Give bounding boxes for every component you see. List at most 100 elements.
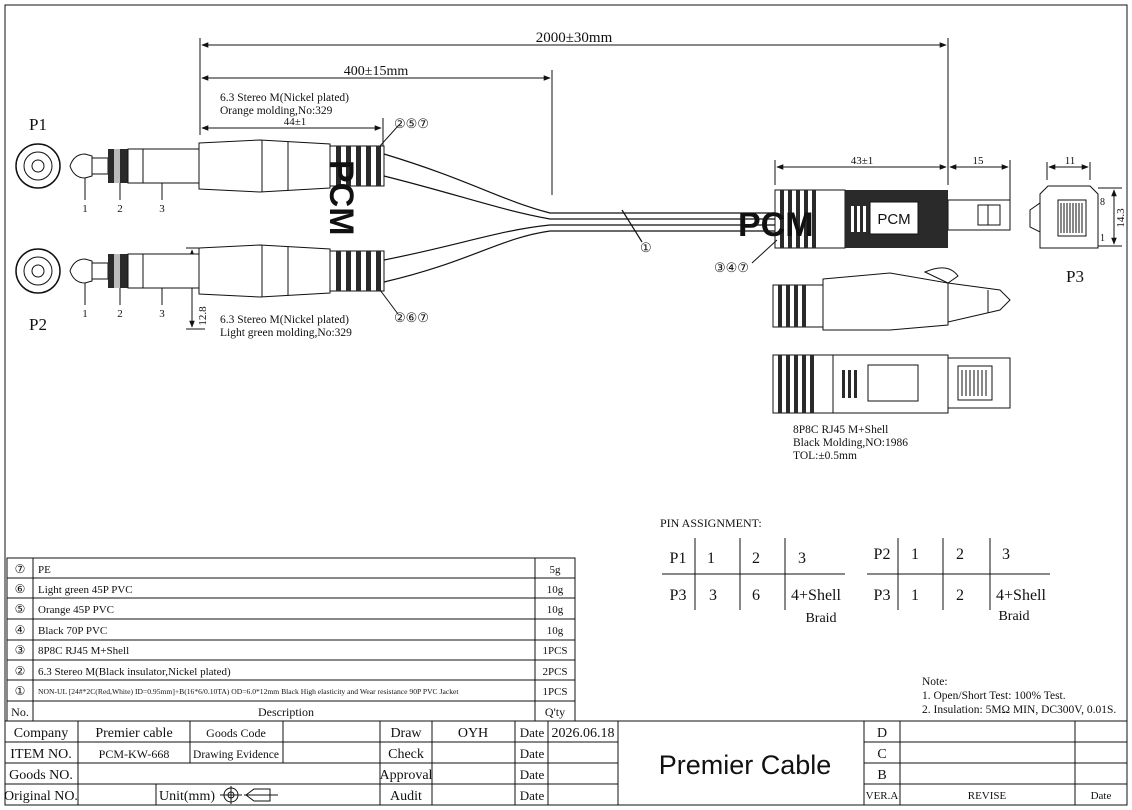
unit-label: Unit(mm): [159, 789, 215, 804]
bom-qty: 10g: [547, 584, 564, 596]
rj45-length-label: 43±1: [851, 155, 874, 167]
p3-label: P3: [1066, 267, 1084, 286]
rj45-note-line1: 8P8C RJ45 M+Shell: [793, 424, 888, 436]
pin-left-braid: Braid: [805, 611, 836, 626]
bom-qty: 5g: [550, 564, 562, 576]
p1-note-line1: 6.3 Stereo M(Nickel plated): [220, 92, 349, 104]
pin-left-r1-c4: 3: [798, 550, 806, 567]
item-no-label: ITEM NO.: [10, 747, 71, 762]
draw-value: OYH: [458, 726, 488, 741]
p2-pin-1: 1: [82, 308, 88, 320]
pin-left-r2-c2: 3: [709, 587, 717, 604]
notes-line2: 2. Insulation: 5MΩ MIN, DC300V, 0.01S.: [922, 704, 1116, 716]
bom-no: ①: [15, 684, 26, 698]
plug-length-label: 44±1: [284, 116, 307, 128]
audit-label: Audit: [390, 789, 422, 804]
split-length-label: 400±15mm: [344, 64, 409, 79]
bom-no: ④: [15, 623, 26, 637]
pin-left-r1-c2: 1: [707, 550, 715, 567]
goods-no-label: Goods NO.: [9, 768, 73, 783]
pin-left-r1-c3: 2: [752, 550, 760, 567]
pin-right-r2-c3: 2: [956, 587, 964, 604]
notes-line1: 1. Open/Short Test: 100% Test.: [922, 690, 1066, 702]
pin-left-r2-c1: P3: [670, 587, 687, 604]
bom-desc: 6.3 Stereo M(Black insulator,Nickel plat…: [38, 666, 231, 678]
rj45-height-label: 14.3: [1115, 208, 1127, 228]
bom-no: ⑤: [15, 602, 26, 616]
pin-table-right: P2 1 2 3 P3 1 2 4+Shell Braid: [867, 538, 1050, 624]
bom-no: ③: [15, 643, 26, 657]
date-value: 2026.06.18: [552, 726, 615, 741]
notes-title: Note:: [922, 676, 948, 688]
check-label: Check: [388, 747, 424, 762]
pin-assignment-title: PIN ASSIGNMENT:: [660, 516, 762, 530]
rev-b: B: [877, 768, 886, 783]
item-no-value: PCM-KW-668: [99, 747, 170, 761]
bom-qty: 2PCS: [542, 666, 567, 678]
pin-left-r2-c4: 4+Shell: [791, 587, 841, 604]
rev-date-label: Date: [1091, 790, 1112, 802]
p2-pin-3: 3: [159, 308, 165, 320]
dimension-lines: [186, 38, 1122, 330]
bom-header-desc: Description: [258, 705, 314, 719]
p1-callout: ②⑤⑦: [394, 116, 429, 131]
p1-pin-2: 2: [117, 203, 123, 215]
p2-note-line2: Light green molding,No:329: [220, 327, 352, 339]
pin-right-r2-c1: P3: [874, 587, 891, 604]
p3-side-view: [772, 267, 1011, 331]
draw-label: Draw: [390, 726, 422, 741]
pin-right-braid: Braid: [998, 609, 1029, 624]
bom-header-no: No.: [11, 705, 29, 719]
watermark-horizontal: PCM: [738, 206, 814, 244]
date-label-4: Date: [520, 788, 545, 803]
bom-no: ②: [15, 664, 26, 678]
rj45-width-label: 11: [1065, 155, 1076, 167]
rj45-pin-8: 8: [1100, 197, 1105, 208]
rev-d: D: [877, 726, 887, 741]
date-label-3: Date: [520, 767, 545, 782]
rev-c: C: [877, 747, 886, 762]
bom-qty: 10g: [547, 625, 564, 637]
bom-desc: Orange 45P PVC: [38, 604, 114, 616]
rj45-body-text: PCM: [877, 211, 910, 228]
p2-note-line1: 6.3 Stereo M(Nickel plated): [220, 314, 349, 326]
rj45-pin-1: 1: [1100, 233, 1105, 244]
goods-code-label: Goods Code: [206, 726, 266, 740]
pin-right-r2-c2: 1: [911, 587, 919, 604]
ver-label: VER.A: [866, 790, 899, 802]
title-block-text: Company Premier cable Goods Code ITEM NO…: [4, 725, 1111, 804]
bom-desc: NON-UL [24#*2C(Red,White) ID=0.95mm]+B(1…: [38, 687, 459, 696]
pin-left-r1-c1: P1: [670, 550, 687, 567]
bom-no: ⑦: [15, 562, 26, 576]
p3-bottom-view: [772, 354, 1011, 414]
bom-desc: Light green 45P PVC: [38, 584, 133, 596]
company-label: Company: [14, 726, 68, 741]
p3-rj45-plug: PCM: [774, 189, 1011, 249]
pin-right-r1-c1: P2: [874, 546, 891, 563]
p3-front-view: 8 1: [1029, 185, 1105, 249]
bom-desc: 8P8C RJ45 M+Shell: [38, 645, 129, 657]
pin-table-left: P1 1 2 3 P3 3 6 4+Shell Braid: [662, 538, 845, 626]
p1-pin-3: 3: [159, 203, 165, 215]
revise-label: REVISE: [968, 790, 1007, 802]
p2-label: P2: [29, 315, 47, 334]
bom-qty: 1PCS: [542, 645, 567, 657]
pin-right-r1-c2: 1: [911, 546, 919, 563]
cable-callout: ①: [640, 240, 652, 255]
dimension-text: 2000±30mm 400±15mm 44±1 43±1 15 11 14.3 …: [197, 30, 1127, 326]
drawing-evidence-label: Drawing Evidence: [193, 749, 279, 761]
sheet-border: [4, 4, 1128, 806]
bom-qty: 10g: [547, 604, 564, 616]
pin-right-r2-c4: 4+Shell: [996, 587, 1046, 604]
total-length-label: 2000±30mm: [536, 30, 613, 46]
rj45-tip-label: 15: [973, 155, 985, 167]
bom-qty: 1PCS: [542, 686, 567, 698]
p1-note-line2: Orange molding,No:329: [220, 105, 333, 117]
date-label-1: Date: [520, 725, 545, 740]
bom-header-qty: Q'ty: [545, 705, 565, 719]
p3-callout: ③④⑦: [714, 260, 749, 275]
rj45-note-line3: TOL:±0.5mm: [793, 450, 857, 462]
pin-left-r2-c3: 6: [752, 587, 760, 604]
p1-plug: [15, 139, 385, 200]
